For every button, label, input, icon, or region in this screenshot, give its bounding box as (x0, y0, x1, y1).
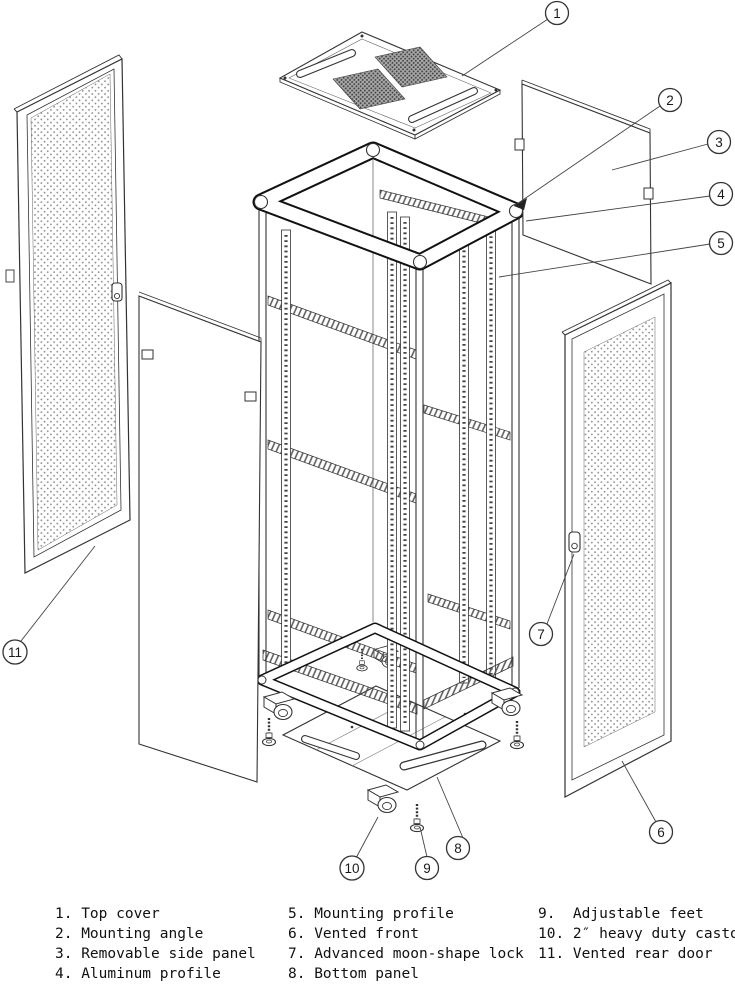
svg-text:10: 10 (344, 861, 359, 876)
legend-item-moon-shape-lock: 7. Advanced moon-shape lock (288, 946, 524, 962)
legend-item-adjustable-feet: 9. Adjustable feet (538, 906, 704, 922)
svg-text:7: 7 (537, 627, 545, 642)
svg-text:8: 8 (454, 841, 462, 856)
callout-10: 10 (339, 855, 365, 881)
svg-text:3: 3 (715, 135, 723, 150)
callout-5: 5 (708, 230, 734, 256)
legend-item-aluminum-profile: 4. Aluminum profile (55, 966, 221, 982)
callout-2: 2 (657, 87, 683, 113)
svg-text:9: 9 (423, 861, 431, 876)
callout-11: 11 (2, 639, 28, 665)
callout-6: 6 (648, 819, 674, 845)
callout-4: 4 (708, 181, 734, 207)
legend: 1. Top cover 2. Mounting angle 3. Remova… (0, 900, 735, 986)
legend-item-mounting-angle: 2. Mounting angle (55, 926, 204, 942)
legend-column-2: 5. Mounting profile 6. Vented front 7. A… (288, 904, 524, 984)
callout-3: 3 (706, 129, 732, 155)
leader-lines (20, 18, 711, 859)
callout-9: 9 (414, 855, 440, 881)
legend-item-vented-front: 6. Vented front (288, 926, 419, 942)
svg-text:1: 1 (553, 6, 561, 21)
legend-item-top-cover: 1. Top cover (55, 906, 160, 922)
side-panel-inner-drawing (138, 291, 262, 783)
legend-item-bottom-panel: 8. Bottom panel (288, 966, 419, 982)
legend-column-1: 1. Top cover 2. Mounting angle 3. Remova… (55, 904, 256, 984)
vented-rear-door-drawing (5, 54, 131, 574)
rack-frame-drawing (252, 141, 525, 751)
callout-7: 7 (528, 621, 554, 647)
svg-text:2: 2 (666, 93, 674, 108)
adjustable-foot (409, 802, 425, 833)
legend-item-mounting-profile: 5. Mounting profile (288, 906, 454, 922)
svg-text:5: 5 (717, 236, 725, 251)
legend-item-heavy-duty-castor: 10. 2″ heavy duty castor (538, 926, 735, 942)
vented-front-door-drawing (561, 279, 672, 798)
legend-column-3: 9. Adjustable feet 10. 2″ heavy duty cas… (538, 904, 735, 964)
svg-text:6: 6 (657, 825, 665, 840)
callout-1: 1 (544, 0, 570, 26)
removable-side-panel-drawing (514, 79, 654, 285)
exploded-rack-diagram: 1 2 3 4 5 6 7 8 9 10 11 (2, 0, 734, 881)
legend-item-removable-side-panel: 3. Removable side panel (55, 946, 256, 962)
legend-item-vented-rear-door: 11. Vented rear door (538, 946, 713, 962)
heavy-duty-castor (367, 784, 399, 814)
top-cover-drawing (278, 31, 502, 140)
callout-8: 8 (445, 835, 471, 861)
mounting-angle-frame (252, 141, 525, 271)
svg-text:4: 4 (717, 187, 725, 202)
svg-text:11: 11 (8, 645, 22, 660)
